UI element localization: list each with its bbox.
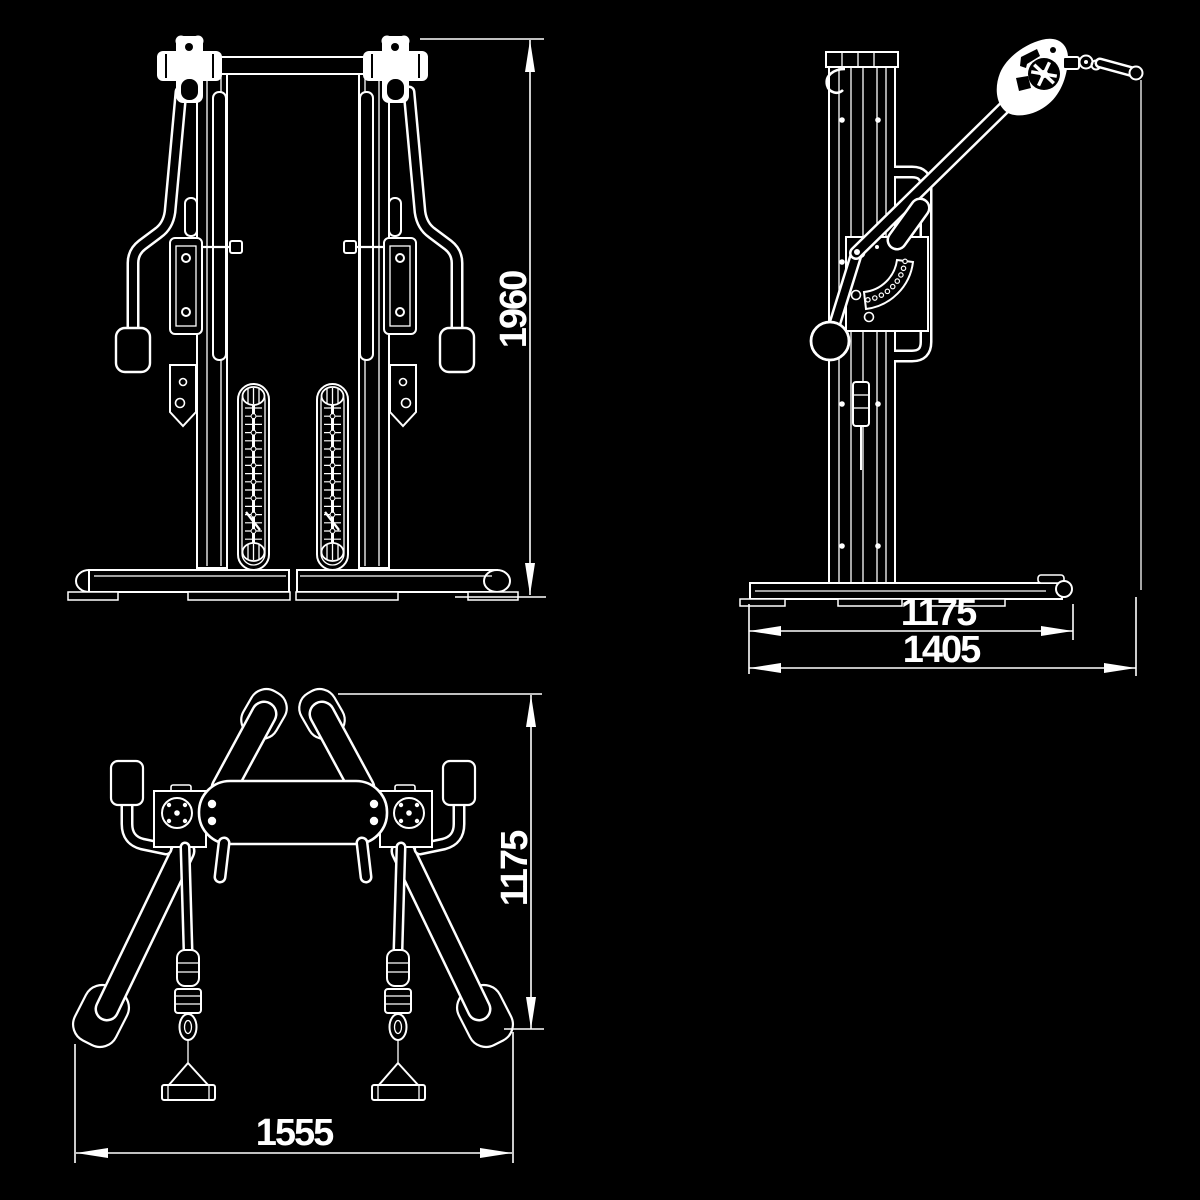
dimension-top-width: 1555 [74,1032,514,1163]
arm-pad-right [438,326,476,374]
arm-sleeve [889,200,928,248]
dimension-label-1555: 1555 [256,1112,334,1154]
arrow-left-icon [749,626,781,636]
arrow-right-icon [1104,663,1136,673]
bracket-plate-left [169,364,197,428]
carriage-right [343,197,417,335]
arrow-down-icon [525,563,535,595]
arrow-left-icon [749,663,781,673]
top-arm-left [109,759,173,856]
weight-stack-right [316,383,349,571]
swing-arm [851,93,1019,258]
side-view: 1175 1405 [739,38,1144,676]
top-leg-right [390,838,515,1049]
hook-icon [825,67,846,95]
weight-stack-left [237,383,270,571]
arrow-up-icon [525,40,535,72]
hanging-handle-right [371,841,426,1101]
top-tower-tube-left [210,687,288,802]
hanging-handle-left [161,841,216,1101]
stack-cap-top [320,386,345,406]
stack-cap-top [241,386,266,406]
top-pulley-bracket-left [153,784,207,848]
arrow-right-icon [480,1148,512,1158]
dimension-label-1175-top: 1175 [494,830,536,906]
bracket-plate-right [389,364,417,428]
weight-selector [852,381,870,470]
guide-rod-left [212,91,227,361]
arrow-right-icon [1041,626,1073,636]
arrow-up-icon [526,695,536,727]
dimension-top-depth: 1175 [338,693,544,1030]
dimension-side-base-depth: 1175 [748,592,1074,674]
top-view: 1175 1555 [71,687,544,1163]
dimension-label-1175-side: 1175 [901,592,977,634]
front-base [67,569,519,601]
arrow-down-icon [526,997,536,1029]
stack-cap-bottom [320,542,345,562]
dimension-label-1960: 1960 [493,271,535,348]
top-arm-right [413,759,477,856]
dimension-label-1405: 1405 [903,629,981,671]
front-crossbar [197,56,385,75]
arrow-left-icon [76,1148,108,1158]
bench-pad [197,779,389,846]
top-handle [1062,54,1144,81]
pulley-assembly-right [363,35,428,103]
pulley-head [996,38,1069,116]
seat-post-right [358,839,370,881]
stack-cap-bottom [241,542,266,562]
top-leg-left [71,838,196,1049]
front-arm-left [114,85,188,374]
guide-rod-right [359,91,374,361]
front-arm-right [402,85,476,374]
counterweight-ball [809,320,851,362]
top-tower-tube-right [298,687,376,802]
side-base [739,574,1073,607]
carriage-left [169,197,243,335]
seat-post-left [216,839,228,881]
dimension-front-height: 1960 [420,38,546,598]
adjustment-sector [862,258,915,311]
dimension-side-overall-depth: 1405 [749,597,1137,676]
arm-pad-left [114,326,152,374]
front-view: 1960 [67,35,546,601]
pulley-assembly-left [157,35,222,103]
